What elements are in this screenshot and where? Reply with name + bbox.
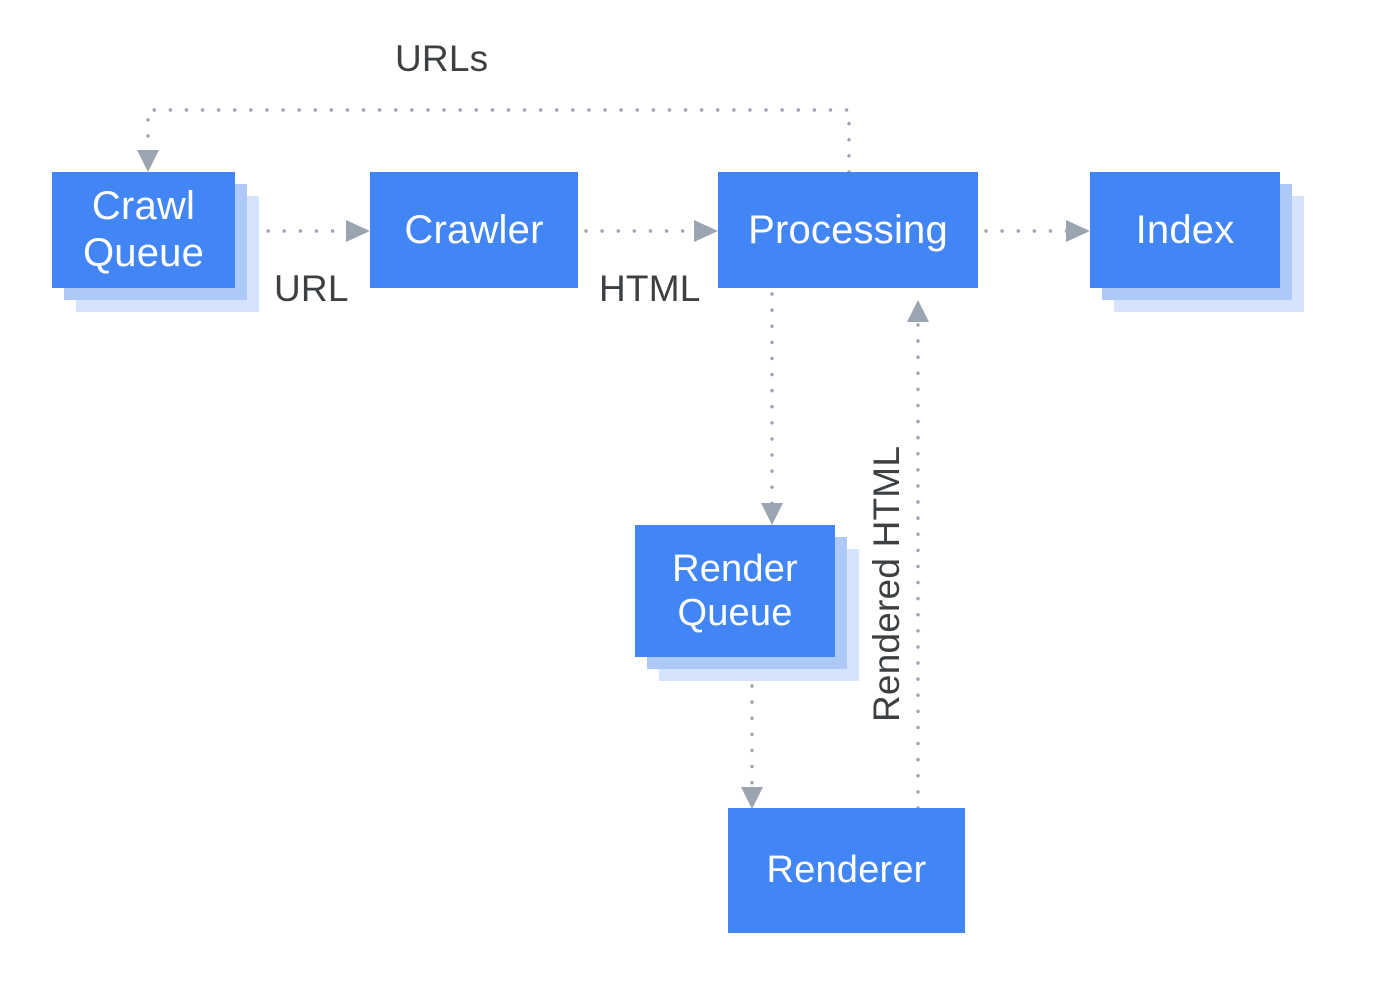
- index-body[interactable]: Index: [1090, 172, 1280, 288]
- processing-body[interactable]: Processing: [718, 172, 978, 288]
- edge-crawlqueue-to-crawler: [250, 220, 370, 242]
- processing-label: Processing: [748, 207, 948, 252]
- edge-label-urls: URLs: [395, 38, 489, 79]
- render-queue-body[interactable]: Render Queue: [635, 525, 835, 657]
- crawl-queue-label-line2: Queue: [82, 231, 205, 275]
- edge-renderer-to-processing: [907, 300, 929, 810]
- edge-label-rendered-html: Rendered HTML: [866, 445, 907, 722]
- edge-label-url: URL: [274, 268, 349, 309]
- edge-renderqueue-to-renderer: [741, 684, 763, 809]
- crawler-label: Crawler: [404, 207, 544, 252]
- edge-processing-to-index: [984, 220, 1090, 242]
- edge-crawler-to-processing: [584, 220, 718, 242]
- edge-urls-feedback: [137, 108, 851, 174]
- index-label: Index: [1135, 207, 1235, 252]
- renderer-body[interactable]: Renderer: [728, 808, 965, 933]
- edge-label-html: HTML: [599, 268, 701, 309]
- render-queue-label-line1: Render: [672, 547, 798, 590]
- edge-processing-to-renderqueue: [761, 292, 783, 525]
- crawler-body[interactable]: Crawler: [370, 172, 578, 288]
- renderer-label: Renderer: [766, 849, 927, 892]
- crawl-queue-label-line1: Crawl: [91, 184, 196, 229]
- crawl-queue-body[interactable]: Crawl Queue: [52, 172, 235, 288]
- render-queue-label-line2: Queue: [677, 592, 793, 634]
